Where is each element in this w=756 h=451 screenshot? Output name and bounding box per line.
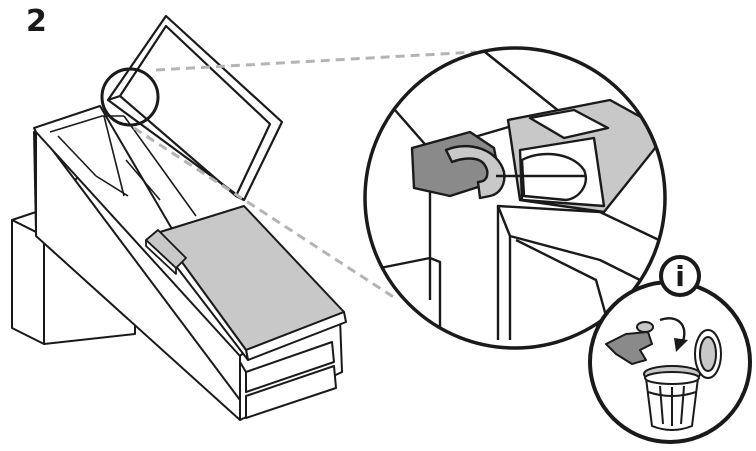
disposal-info: i (588, 255, 752, 444)
hinge-tab (145, 229, 187, 275)
highlight-circle (100, 67, 160, 127)
trash-bin-icon (643, 365, 701, 431)
discarded-part (605, 321, 654, 365)
drawer-panels (239, 341, 337, 419)
info-icon (659, 255, 701, 297)
box-interior (49, 115, 197, 217)
drop-arrow (659, 317, 686, 345)
leader-lines (133, 50, 477, 302)
detail-view (363, 46, 667, 350)
step-number: 2 (26, 4, 47, 39)
info-letter: i (675, 260, 685, 293)
trash-lid (694, 329, 722, 379)
